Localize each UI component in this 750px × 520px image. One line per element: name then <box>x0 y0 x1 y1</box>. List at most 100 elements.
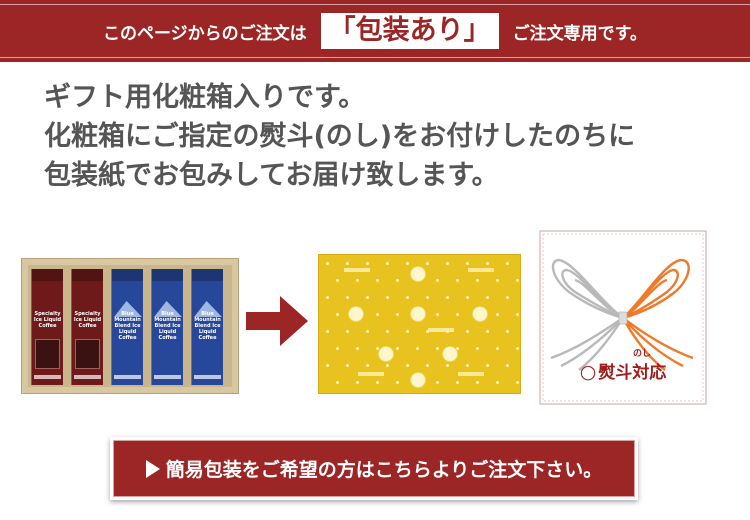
wrap-dot <box>436 381 439 384</box>
carton-brand-mark <box>154 375 181 379</box>
carton-label: Specialty Ice Liquid Coffee <box>73 311 102 329</box>
coffee-carton: Specialty Ice Liquid Coffee <box>31 269 63 385</box>
wrap-dot <box>396 313 399 316</box>
wrap-dot <box>496 347 499 350</box>
wrap-dot <box>356 347 359 350</box>
ribbon-silver <box>550 258 624 371</box>
wrap-stamp <box>428 328 454 332</box>
wrap-dot <box>376 313 379 316</box>
wrap-dot <box>466 296 469 299</box>
coffee-carton: Blue Mountain Blend Ice Liquid Coffee <box>151 269 183 385</box>
carton-cap <box>72 269 103 281</box>
carton-label: Blue Mountain Blend Ice Liquid Coffee <box>194 311 221 341</box>
carton-label: Blue Mountain Blend Ice Liquid Coffee <box>114 311 141 341</box>
carton-photo <box>35 339 60 369</box>
banner-rule-bottom <box>0 57 750 58</box>
carton-brand-mark <box>194 375 221 379</box>
wrap-emblem <box>378 346 394 362</box>
wrap-dot <box>406 296 409 299</box>
wrap-stamp <box>458 372 484 376</box>
wrap-dot <box>336 279 339 282</box>
carton-cap <box>192 269 223 281</box>
wrap-dot <box>416 347 419 350</box>
banner-label: 包装あり <box>355 15 464 47</box>
wrap-dot <box>346 262 349 265</box>
carton-cap <box>112 269 143 281</box>
banner-rule-top <box>0 4 750 5</box>
wrap-dot <box>486 364 489 367</box>
banner-lead: このページからのご注文は <box>103 23 307 44</box>
wrap-dot <box>496 279 499 282</box>
wrap-dot <box>336 381 339 384</box>
banner-close-quote: 」 <box>463 15 491 47</box>
banner-open-quote: 「 <box>328 15 356 47</box>
banner-text: このページからのご注文は 「包装あり」 ご注文専用です。 <box>0 0 750 62</box>
coffee-carton: Blue Mountain Blend Ice Liquid Coffee <box>191 269 223 385</box>
wrap-dot <box>326 364 329 367</box>
noshi-label: 熨斗対応 <box>598 363 667 383</box>
wrap-emblem <box>410 306 426 322</box>
play-triangle-icon <box>145 459 160 478</box>
wrap-dot <box>336 347 339 350</box>
description-line: 化粧箱にご指定の熨斗(のし)をお付けしたのちに <box>44 121 636 152</box>
wrap-dot <box>496 313 499 316</box>
wrap-dot <box>496 381 499 384</box>
wrap-dot <box>406 364 409 367</box>
wrap-dot <box>476 279 479 282</box>
noshi-frame <box>539 230 707 405</box>
wrap-stamp <box>358 372 384 376</box>
wrap-dot <box>376 347 379 350</box>
banner-tail: ご注文専用です。 <box>512 23 647 44</box>
wrap-dot <box>466 262 469 265</box>
wrap-dot <box>396 381 399 384</box>
wrap-emblem <box>442 346 458 362</box>
banner-label-box: 「包装あり」 <box>320 13 499 49</box>
wrap-dot <box>456 347 459 350</box>
wrap-dot <box>436 347 439 350</box>
wrap-dot <box>386 330 389 333</box>
wrap-dot <box>336 313 339 316</box>
wrap-dot <box>516 313 519 316</box>
wrap-dot <box>516 279 519 282</box>
coffee-carton: Blue Mountain Blend Ice Liquid Coffee <box>111 269 143 385</box>
right-arrow-icon <box>246 296 308 346</box>
wrap-dot <box>346 296 349 299</box>
wrap-dot <box>436 313 439 316</box>
wrap-dot <box>376 381 379 384</box>
wrap-emblem <box>348 306 364 322</box>
wrap-dot <box>386 364 389 367</box>
wrap-dot <box>356 279 359 282</box>
simple-wrapping-button[interactable]: 簡易包装をご希望の方はこちらよりご注文下さい。 <box>113 440 635 497</box>
wrap-dot <box>386 296 389 299</box>
wrap-dot <box>476 381 479 384</box>
wrap-dot <box>366 296 369 299</box>
wrap-dot <box>426 296 429 299</box>
wrap-dot <box>366 330 369 333</box>
wrap-dot <box>486 262 489 265</box>
wrap-dot <box>406 262 409 265</box>
wrap-dot <box>326 330 329 333</box>
carton-brand-mark <box>74 375 101 379</box>
wrap-dot <box>326 296 329 299</box>
wrap-dot <box>456 313 459 316</box>
wrap-dot <box>486 330 489 333</box>
product-image: Specialty Ice Liquid Coffee Specialty Ice… <box>21 258 239 394</box>
wrap-dot <box>406 330 409 333</box>
description-line: 包装紙でお包みしてお届け致します。 <box>44 160 499 191</box>
carton-brand-mark <box>114 375 141 379</box>
top-banner: このページからのご注文は 「包装あり」 ご注文専用です。 <box>0 0 750 62</box>
wrap-dot <box>506 296 509 299</box>
wrap-dot <box>396 347 399 350</box>
simple-wrapping-link[interactable]: 簡易包装をご希望の方はこちらよりご注文下さい。 <box>110 437 638 500</box>
carton-photo <box>75 339 100 369</box>
wrap-dot <box>506 330 509 333</box>
noshi-ruby: のし <box>633 349 652 359</box>
wrap-dot <box>446 296 449 299</box>
wrap-stamp <box>344 268 370 272</box>
wrap-dot <box>466 364 469 367</box>
wrap-dot <box>356 381 359 384</box>
noshi-circle-mark: ○ <box>579 361 597 383</box>
wrap-dot <box>346 330 349 333</box>
wrap-dot <box>426 262 429 265</box>
wrapped-gift-image <box>318 254 521 394</box>
